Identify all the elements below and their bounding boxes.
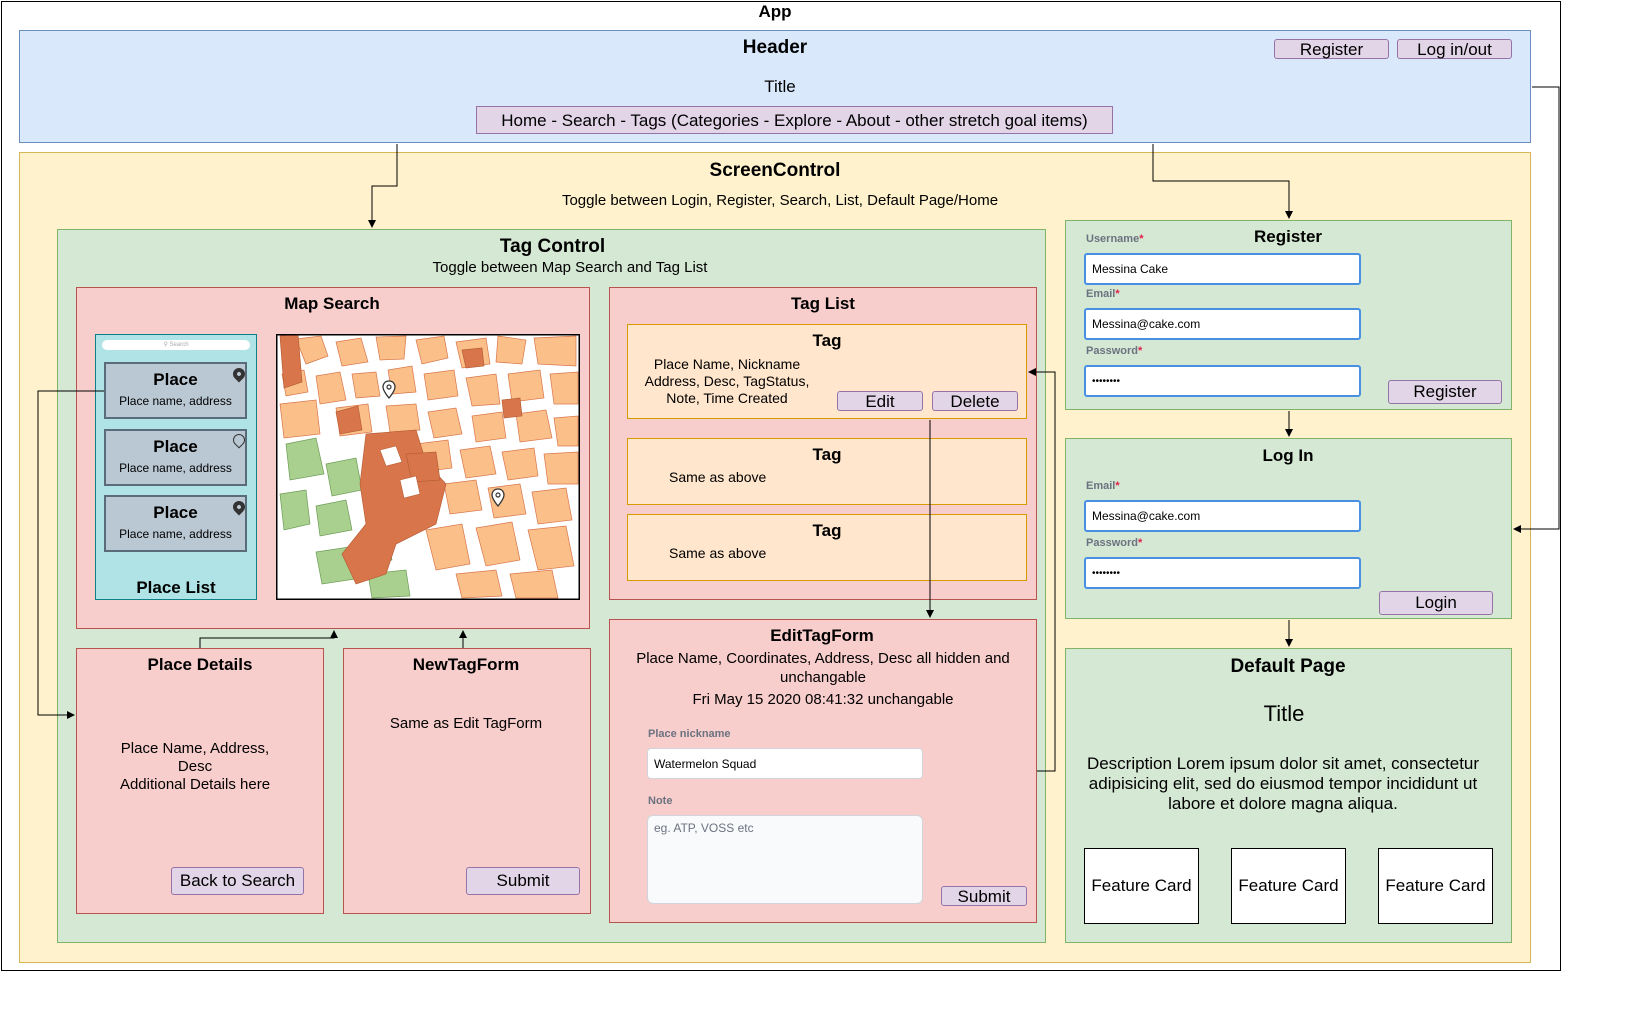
edit-tag-form-note2: Fri May 15 2020 08:41:32 unchangable xyxy=(692,691,954,708)
header-nav[interactable]: Home - Search - Tags (Categories - Explo… xyxy=(476,106,1113,134)
place-item-1[interactable]: Place Place name, address xyxy=(104,362,248,419)
register-password-label: Password* xyxy=(1086,345,1143,357)
tag-card-body: Place Name, Nickname Address, Desc, TagS… xyxy=(644,356,810,406)
place-item-title: Place xyxy=(153,503,198,522)
tag-card-body: Same as above xyxy=(669,545,767,561)
register-username-label: Username* xyxy=(1086,233,1144,245)
search-icon: ⚲ xyxy=(163,342,168,348)
tag-card-3 xyxy=(627,514,1027,581)
register-submit-button[interactable]: Register xyxy=(1388,380,1502,404)
screen-control-title: ScreenControl xyxy=(709,160,841,181)
place-item-title: Place xyxy=(153,370,198,389)
login-email-input[interactable]: Messina@cake.com xyxy=(1084,500,1361,532)
register-password-label-text: Password xyxy=(1086,345,1138,357)
nickname-input[interactable]: Watermelon Squad xyxy=(647,748,923,779)
feature-card[interactable]: Feature Card xyxy=(1084,848,1199,924)
tag-card-title: Tag xyxy=(812,521,842,540)
feature-card[interactable]: Feature Card xyxy=(1378,848,1493,924)
place-list-title: Place List xyxy=(136,578,216,597)
place-item-detail: Place name, address xyxy=(119,394,232,408)
register-username-input[interactable]: Messina Cake xyxy=(1084,253,1361,285)
tag-card-title: Tag xyxy=(812,331,842,350)
tag-card-title: Tag xyxy=(812,445,842,464)
login-password-label: Password* xyxy=(1086,537,1143,549)
header-register-button[interactable]: Register xyxy=(1274,39,1389,59)
map-search-title: Map Search xyxy=(284,294,380,313)
tag-delete-button[interactable]: Delete xyxy=(932,391,1018,411)
place-details-title: Place Details xyxy=(147,655,253,674)
note-placeholder: eg. ATP, VOSS etc xyxy=(654,821,754,835)
register-title: Register xyxy=(1253,227,1323,246)
feature-card[interactable]: Feature Card xyxy=(1231,848,1346,924)
edit-tag-submit-button[interactable]: Submit xyxy=(941,886,1027,906)
nickname-label: Place nickname xyxy=(648,728,731,740)
register-email-label-text: Email xyxy=(1086,288,1116,300)
note-label: Note xyxy=(648,795,673,807)
new-tag-form-body: Same as Edit TagForm xyxy=(389,715,543,732)
tag-list-title: Tag List xyxy=(791,294,855,313)
login-title: Log In xyxy=(1262,446,1314,465)
place-search-input[interactable]: ⚲ Search xyxy=(102,340,250,350)
login-password-label-text: Password xyxy=(1086,537,1138,549)
app-title: App xyxy=(758,2,792,21)
app-frame xyxy=(1,1,1561,971)
tag-card-2 xyxy=(627,438,1027,505)
default-page-subtitle: Title xyxy=(1263,701,1305,726)
place-item-detail: Place name, address xyxy=(119,527,232,541)
new-tag-form-title: NewTagForm xyxy=(412,655,520,674)
screen-control-description: Toggle between Login, Register, Search, … xyxy=(561,192,999,209)
login-email-label: Email* xyxy=(1086,480,1120,492)
map-pin-icon xyxy=(382,380,396,399)
edit-tag-form-title: EditTagForm xyxy=(770,626,874,645)
place-item-2[interactable]: Place Place name, address xyxy=(104,429,248,486)
tag-control-title: Tag Control xyxy=(499,236,606,257)
register-username-label-text: Username xyxy=(1086,233,1140,245)
register-email-label: Email* xyxy=(1086,288,1120,300)
login-submit-button[interactable]: Login xyxy=(1379,591,1493,615)
place-details-body: Place Name, Address, Desc Additional Det… xyxy=(119,740,271,793)
login-password-input[interactable]: •••••••• xyxy=(1084,557,1361,589)
header-title: Header xyxy=(742,37,808,58)
header-subtitle: Title xyxy=(764,77,796,96)
tag-edit-button[interactable]: Edit xyxy=(837,391,923,411)
register-email-input[interactable]: Messina@cake.com xyxy=(1084,308,1361,340)
place-item-3[interactable]: Place Place name, address xyxy=(104,495,248,552)
new-tag-submit-button[interactable]: Submit xyxy=(466,867,580,895)
place-search-placeholder: Search xyxy=(169,342,189,348)
header-login-button[interactable]: Log in/out xyxy=(1397,39,1512,59)
place-item-detail: Place name, address xyxy=(119,461,232,475)
map-view[interactable] xyxy=(276,334,580,600)
note-textarea[interactable]: eg. ATP, VOSS etc xyxy=(647,815,923,904)
default-page-description: Description Lorem ipsum dolor sit amet, … xyxy=(1086,754,1480,813)
tag-card-body: Same as above xyxy=(669,469,767,485)
default-page-title: Default Page xyxy=(1230,656,1346,677)
map-pin-icon xyxy=(491,488,505,507)
back-to-search-button[interactable]: Back to Search xyxy=(171,867,304,895)
register-password-input[interactable]: •••••••• xyxy=(1084,365,1361,397)
login-email-label-text: Email xyxy=(1086,480,1116,492)
edit-tag-form-note1: Place Name, Coordinates, Address, Desc a… xyxy=(636,650,1010,686)
place-item-title: Place xyxy=(153,437,198,456)
tag-control-description: Toggle between Map Search and Tag List xyxy=(432,259,708,276)
